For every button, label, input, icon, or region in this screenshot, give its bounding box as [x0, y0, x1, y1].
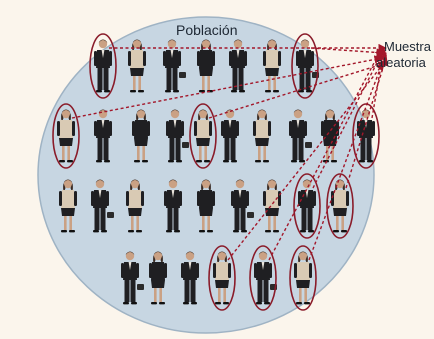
sample-label-line2: aleatoria: [376, 56, 426, 69]
dashed-arrow-icon: [311, 48, 384, 53]
population-title: Población: [0, 22, 434, 38]
sample-label-line1: Muestra: [384, 40, 431, 53]
